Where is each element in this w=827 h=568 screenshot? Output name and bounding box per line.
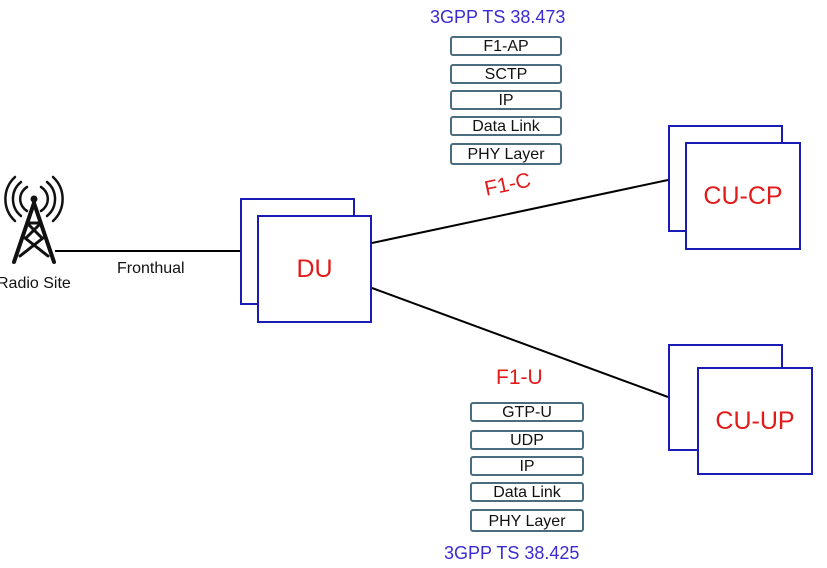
f1c-spec-title: 3GPP TS 38.473 [430, 7, 566, 27]
cuup-label: CU-UP [715, 406, 795, 435]
f1u-link [371, 287, 669, 398]
f1u-stack-layer: IP [470, 456, 584, 476]
du-label: DU [296, 254, 333, 283]
f1u-spec-title: 3GPP TS 38.425 [444, 543, 580, 563]
f1u-stack-layer: UDP [470, 430, 584, 450]
f1c-stack-layer: SCTP [450, 64, 562, 84]
du-node: DU [257, 215, 372, 323]
f1c-link [371, 179, 669, 244]
cucp-node: CU-CP [685, 142, 801, 250]
fronthaul-label: Fronthual [117, 260, 185, 277]
cucp-label: CU-CP [703, 181, 783, 210]
f1u-stack-layer: PHY Layer [470, 509, 584, 532]
f1u-interface-label: F1-U [496, 366, 543, 389]
radio-tower-icon [4, 175, 64, 264]
f1u-stack-layer: GTP-U [470, 402, 584, 422]
f1c-stack-layer: Data Link [450, 116, 562, 136]
cuup-node: CU-UP [697, 367, 813, 475]
radio-site-label: Radio Site [0, 275, 71, 292]
f1u-stack-layer: Data Link [470, 482, 584, 502]
f1c-stack-layer: IP [450, 90, 562, 110]
f1c-stack-layer: PHY Layer [450, 143, 562, 165]
f1c-stack-layer: F1-AP [450, 36, 562, 56]
